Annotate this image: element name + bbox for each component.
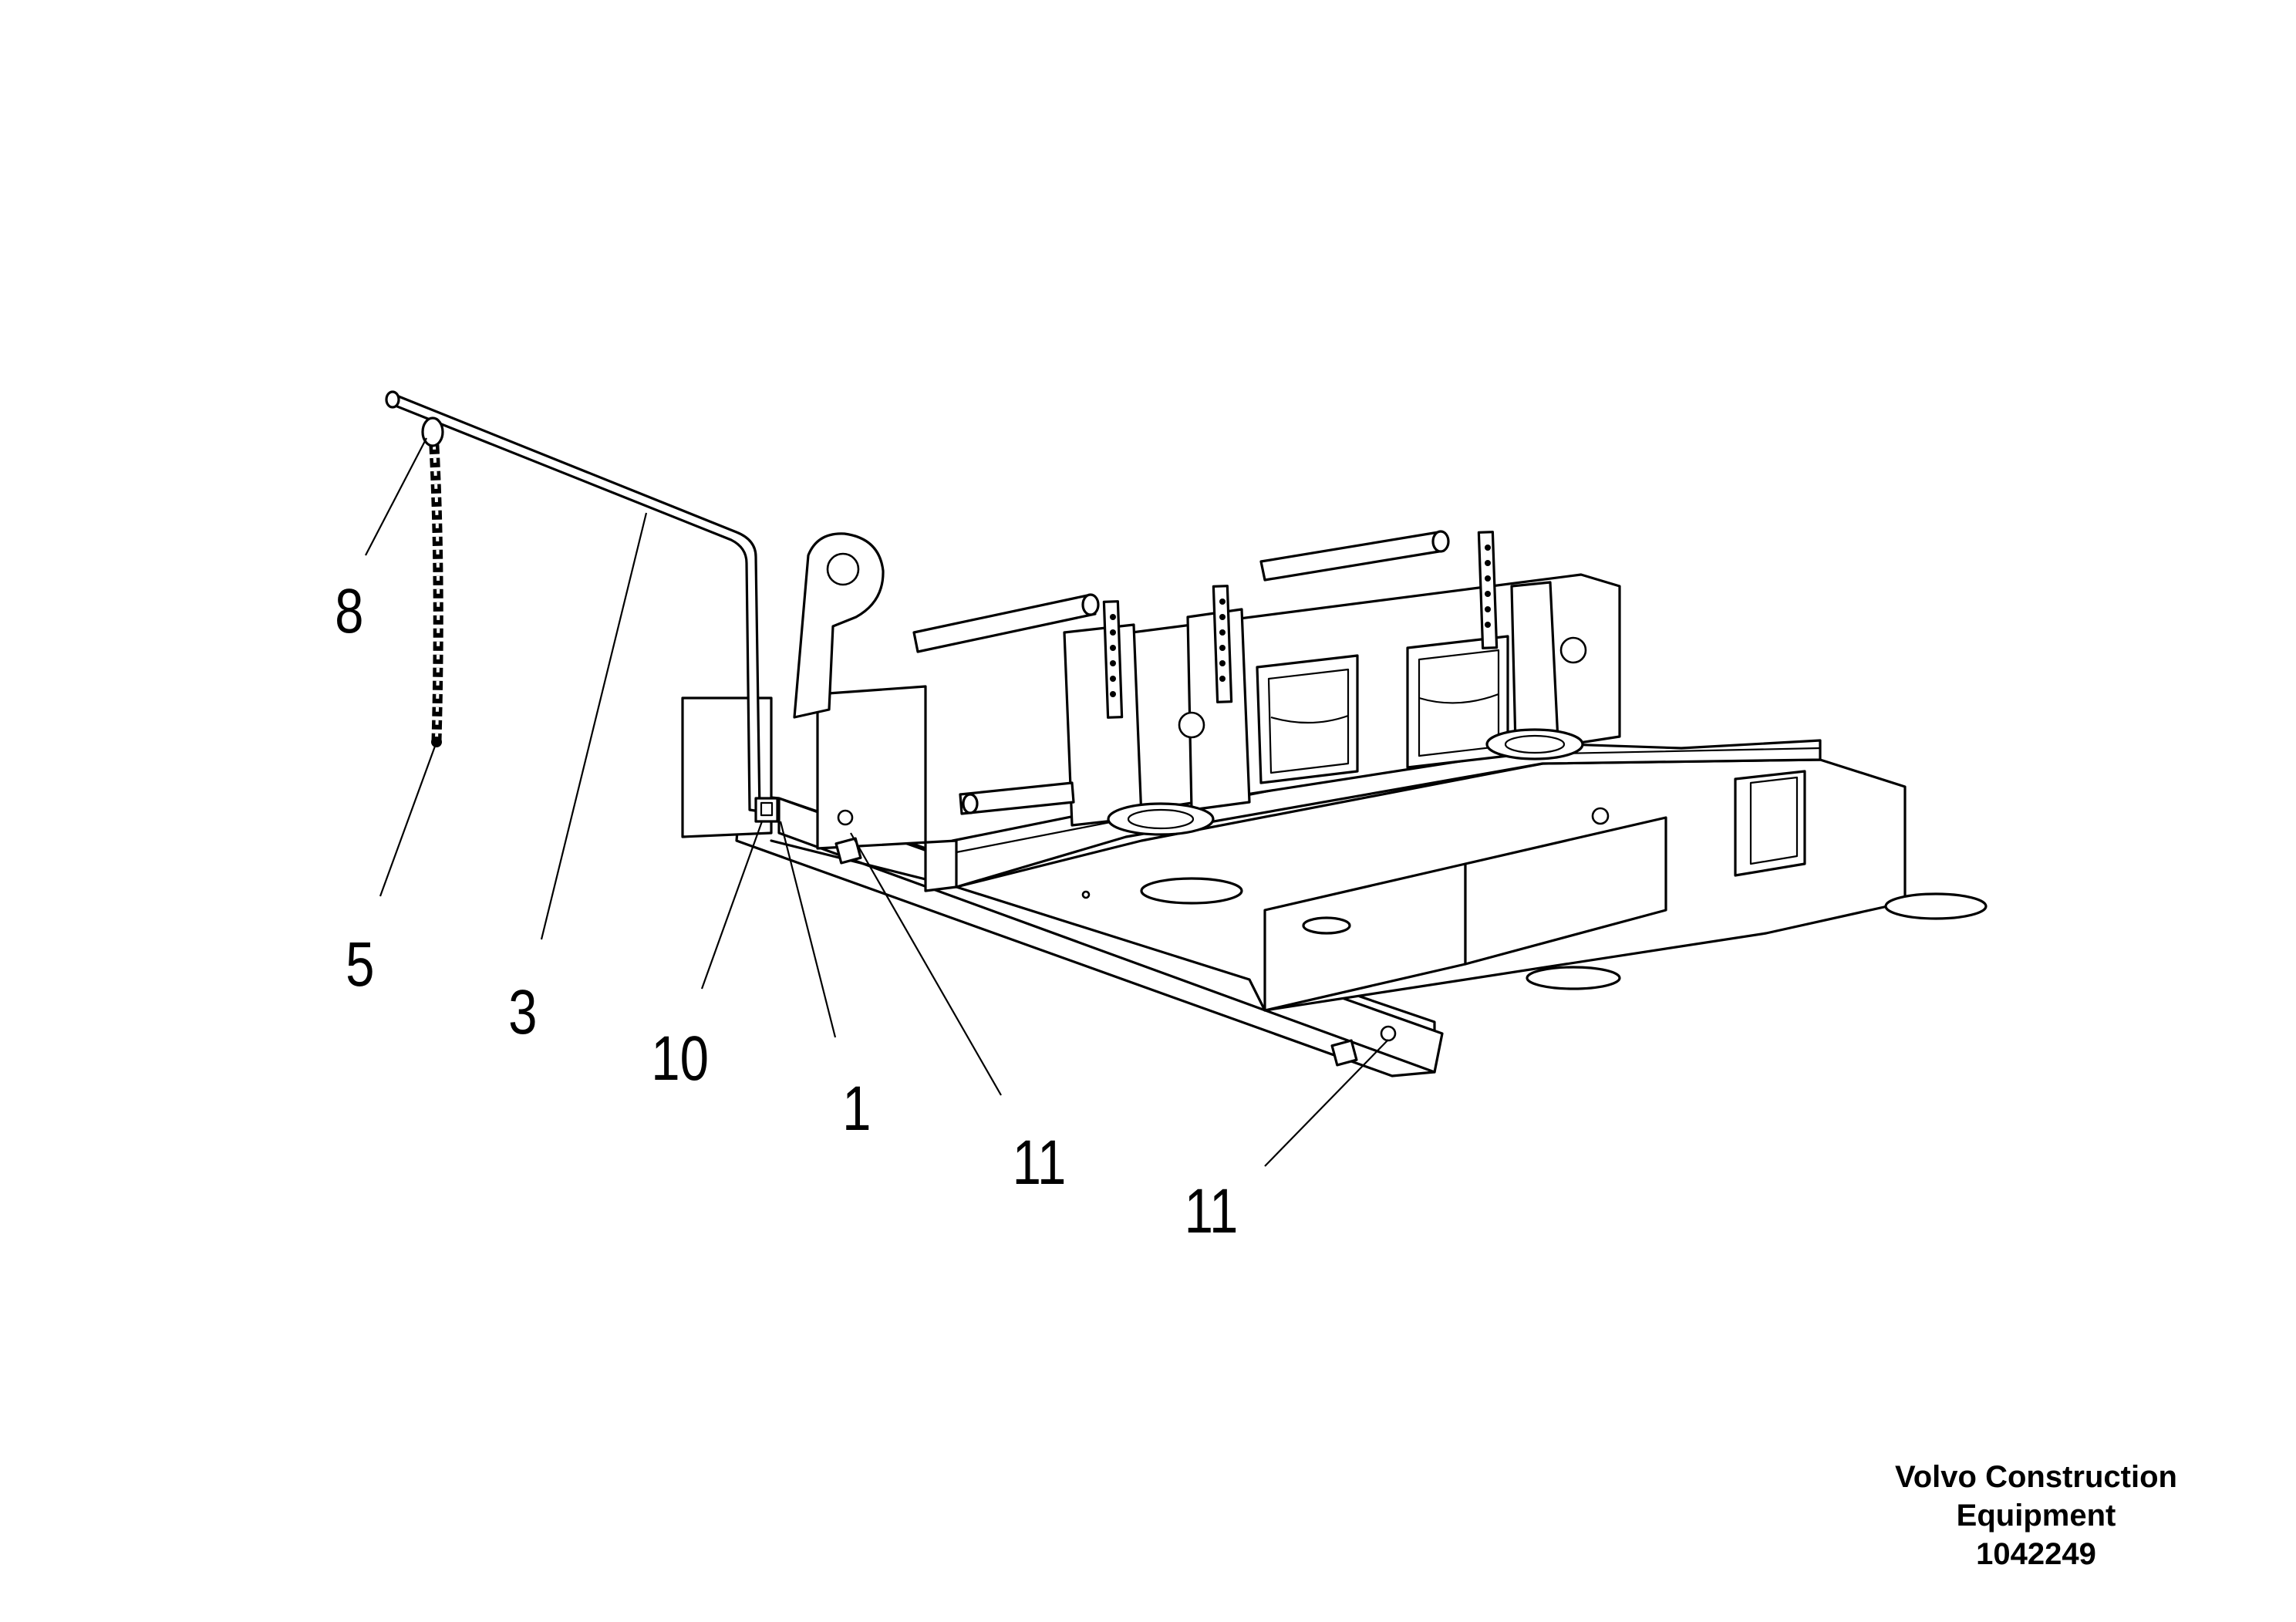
callout-3: 3 xyxy=(508,976,537,1047)
leader-10 xyxy=(700,821,764,990)
upright-left-panel xyxy=(1063,623,1143,827)
rod-clip-10 xyxy=(754,797,779,823)
lifting-lug xyxy=(793,532,885,719)
right-end-block-face xyxy=(1749,776,1799,865)
caption-company: Volvo Construction xyxy=(1895,1460,2177,1494)
callouts: 8 5 3 10 1 11 11 xyxy=(335,575,1238,1246)
leader-5 xyxy=(379,741,438,897)
callout-8: 8 xyxy=(335,575,363,646)
mount-hole-1 xyxy=(1178,711,1205,739)
lower-plate xyxy=(770,758,1907,1012)
mount-hole-2 xyxy=(1559,636,1587,664)
rail-bolt-left xyxy=(837,809,854,826)
window-1 xyxy=(1256,654,1359,784)
chain-part-5 xyxy=(421,416,444,747)
upright-right-panel xyxy=(1510,581,1559,746)
leader-3 xyxy=(540,512,648,940)
window-2-curve xyxy=(1418,693,1499,704)
rail-bolt-right xyxy=(1380,1025,1397,1042)
cylinder-1-end xyxy=(1081,593,1100,616)
right-end-block xyxy=(1734,770,1806,877)
window-1-curve xyxy=(1270,714,1349,724)
leader-lines xyxy=(365,437,1389,1167)
callout-10: 10 xyxy=(651,1023,709,1094)
lifting-lug-plate xyxy=(793,532,885,719)
manufacturer-caption: Volvo Construction Equipment 1042249 xyxy=(1805,1458,2267,1573)
callout-1: 1 xyxy=(842,1073,871,1144)
caption-drawing-number: 1042249 xyxy=(1976,1537,2096,1571)
leader-11b xyxy=(1264,1039,1389,1167)
cylinder-2-end xyxy=(1431,530,1450,553)
cylinder-3-end xyxy=(962,793,979,814)
caption-equipment: Equipment xyxy=(1956,1499,2116,1533)
underside-disc-4 xyxy=(1302,916,1351,935)
rod-end-cap xyxy=(385,390,400,409)
leader-8 xyxy=(365,437,427,556)
chain-ring-8 xyxy=(421,416,444,447)
leader-1 xyxy=(779,821,837,1038)
center-box-right xyxy=(1464,816,1667,966)
underside-disc-1 xyxy=(1140,877,1243,905)
mount-hole-3 xyxy=(1081,890,1091,899)
rod-part-3 xyxy=(385,390,779,823)
flange-ring-2 xyxy=(1485,728,1584,760)
fasteners-part-11 xyxy=(834,809,1397,1067)
flange-ring-2-inner xyxy=(1504,734,1566,754)
cylinder-3 xyxy=(959,781,1075,815)
underside-disc-2 xyxy=(1526,966,1621,990)
cylinder-2 xyxy=(1259,531,1445,582)
lifting-lug-hole xyxy=(826,552,860,586)
mount-hole-4 xyxy=(1591,807,1610,825)
callout-5: 5 xyxy=(346,929,374,1000)
callout-11a: 11 xyxy=(1013,1127,1067,1198)
perforated-strips xyxy=(1102,531,1499,719)
flange-ring-1-inner xyxy=(1127,808,1195,830)
leader-11a xyxy=(850,832,1002,1096)
flange-ring-1 xyxy=(1107,802,1215,836)
underside-disc-3 xyxy=(1884,892,1988,920)
rail-nut-right xyxy=(1330,1039,1358,1067)
callout-11b: 11 xyxy=(1185,1175,1239,1246)
upright-frame xyxy=(912,530,1621,899)
rail-nut-left xyxy=(834,837,862,865)
window-1-inner xyxy=(1267,668,1350,774)
